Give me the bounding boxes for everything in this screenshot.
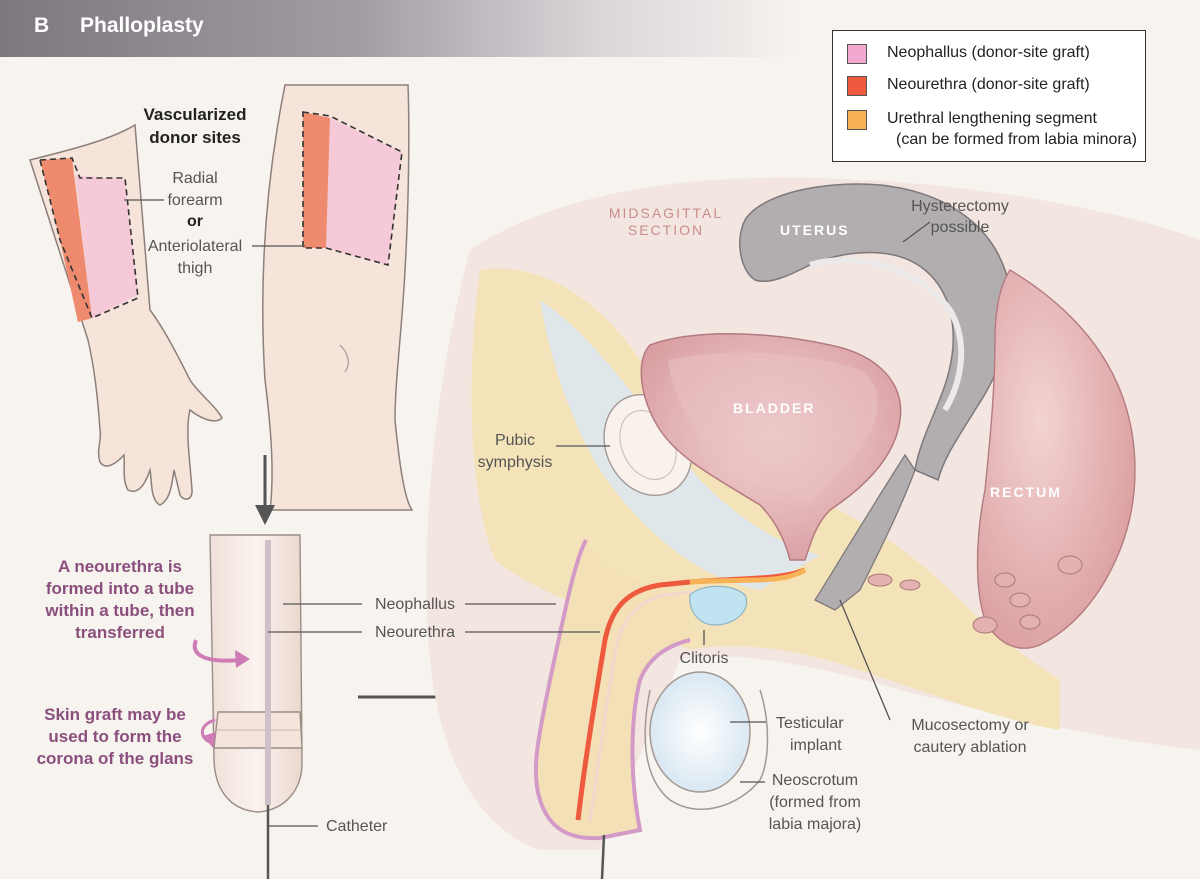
thigh-donor-outline — [302, 111, 403, 267]
donor-heading-line2: donor sites — [149, 128, 241, 147]
neoscrotum-outline — [644, 689, 769, 810]
clitoris-shape — [689, 585, 748, 626]
note-skin-graft-line1: Skin graft may be — [44, 705, 186, 724]
label-pubic-line2: symphysis — [477, 454, 553, 471]
panel-title: Phalloplasty — [80, 14, 204, 37]
legend-swatch-neourethra — [847, 76, 867, 96]
label-hysterectomy-line1: Hysterectomy — [911, 198, 1009, 215]
label-radial-line1: Radial — [172, 170, 218, 187]
label-or: or — [187, 213, 203, 230]
note-neourethra-line3: within a tube, then — [45, 601, 195, 620]
rotation-arrow-icon — [192, 639, 250, 668]
legend: Neophallus (donor-site graft) Neourethra… — [832, 30, 1146, 162]
label-midsagittal-line2: SECTION — [627, 222, 705, 238]
panel-header: B Phalloplasty — [0, 0, 800, 57]
note-skin-graft-line2: used to form the — [48, 727, 182, 746]
donor-heading-line1: Vascularized — [143, 105, 247, 124]
label-hysterectomy-line2: possible — [930, 219, 990, 236]
fold-arrow-icon — [200, 718, 216, 748]
label-bladder: BLADDER — [733, 400, 816, 416]
legend-label-secondary: (can be formed from labia minora) — [896, 131, 1137, 148]
label-neoscrotum-line1: Neoscrotum — [771, 772, 859, 789]
note-skin-graft-line3: corona of the glans — [36, 749, 194, 768]
down-arrow-icon — [255, 455, 275, 525]
label-catheter: Catheter — [326, 818, 388, 835]
panel-letter: B — [34, 14, 50, 37]
testicular-implant-shape — [649, 671, 751, 793]
label-midsagittal-line1: MIDSAGITTAL — [608, 205, 724, 221]
forearm-donor-outline — [38, 157, 139, 320]
label-neourethra: Neourethra — [374, 624, 456, 641]
label-thigh-line2: thigh — [177, 260, 213, 277]
thigh-neophallus-patch — [326, 118, 402, 265]
label-neoscrotum-line3: labia majora) — [768, 816, 862, 833]
label-thigh-line1: Anteriolateral — [147, 238, 243, 255]
thigh-illustration — [262, 84, 414, 511]
label-neoscrotum-line2: (formed from — [769, 794, 861, 811]
legend-swatch-lengthening — [847, 110, 867, 130]
midsagittal-section — [426, 177, 1200, 879]
label-uterus: UTERUS — [780, 222, 850, 238]
leader-lines — [124, 199, 931, 827]
uterus-shape — [739, 183, 1012, 482]
thigh-neourethra-strip — [303, 112, 330, 248]
label-pubic-line1: Pubic — [494, 432, 536, 449]
legend-label: Neourethra (donor-site graft) — [887, 76, 1090, 93]
label-clitoris: Clitoris — [679, 650, 729, 667]
rectum-shape — [976, 269, 1136, 649]
forearm-neophallus-patch — [75, 175, 138, 318]
label-radial-line2: forearm — [167, 192, 223, 209]
forearm-neourethra-strip — [40, 158, 92, 322]
label-neophallus: Neophallus — [374, 596, 456, 613]
legend-label: Neophallus (donor-site graft) — [887, 44, 1090, 61]
neophallus-outline — [533, 539, 601, 841]
forearm-illustration — [29, 123, 223, 506]
neophallus-tube-illustration — [209, 534, 303, 879]
legend-label: Urethral lengthening segment — [887, 110, 1097, 127]
label-testicular-line1: Testicular — [776, 715, 844, 732]
label-mucosectomy-line2: cautery ablation — [913, 739, 1027, 756]
note-neourethra-line1: A neourethra is — [57, 557, 183, 576]
label-mucosectomy-line1: Mucosectomy or — [911, 717, 1029, 734]
label-testicular-line2: implant — [790, 737, 842, 754]
legend-swatch-neophallus — [847, 44, 867, 64]
note-neourethra-line4: transferred — [75, 623, 165, 642]
label-rectum: RECTUM — [990, 484, 1062, 500]
note-neourethra-line2: formed into a tube — [45, 579, 195, 598]
urethral-lengthening-segment — [689, 567, 807, 585]
